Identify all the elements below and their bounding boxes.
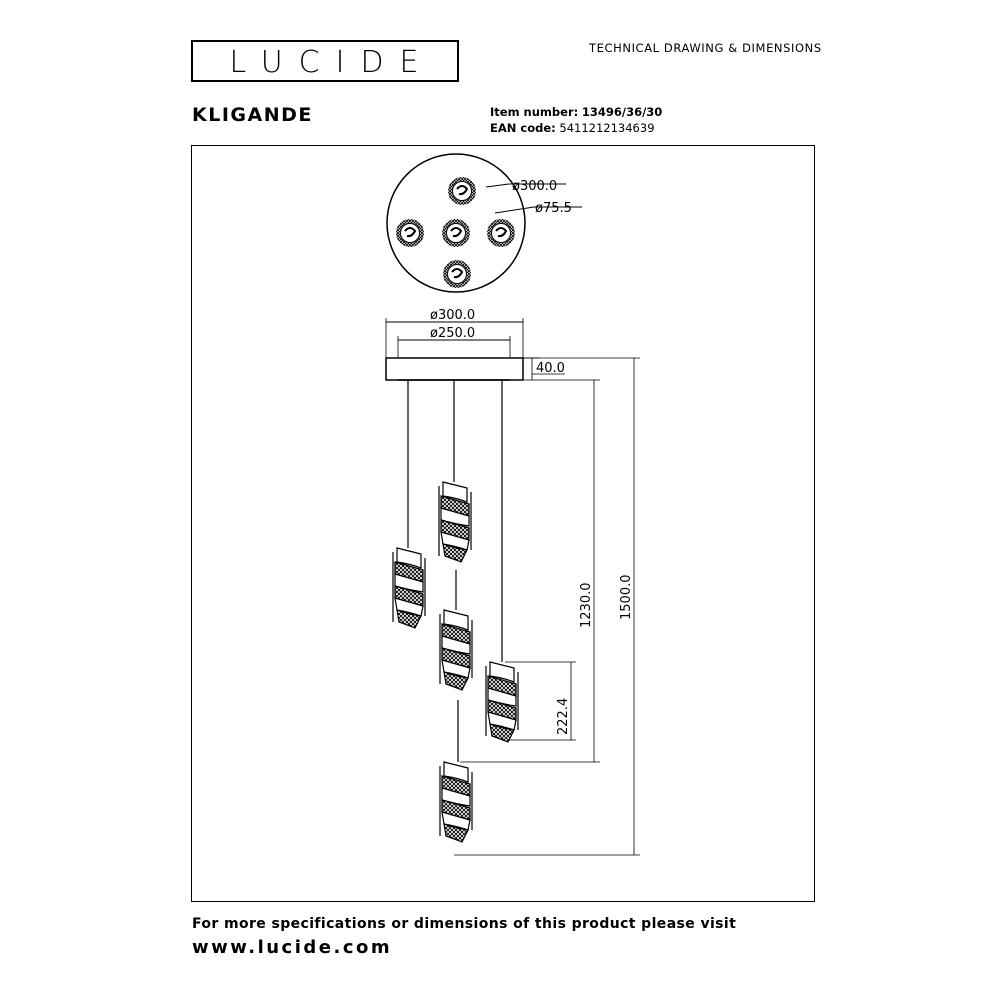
- ean-label: EAN code:: [490, 121, 556, 135]
- canopy-height-label: 40.0: [536, 361, 565, 376]
- pendant-shade-2: [438, 481, 472, 563]
- pendant-shade-1: [392, 547, 426, 629]
- brand-logo-text: LUCIDE: [229, 45, 435, 80]
- ean-value: 5411212134639: [559, 121, 655, 135]
- min-height-label: 1230.0: [579, 583, 594, 629]
- pendant-shade-4: [485, 661, 519, 743]
- side-canopy-inner-diameter: ø250.0: [430, 326, 475, 341]
- pendant-shade-3: [439, 609, 473, 691]
- item-number-row: Item number: 13496/36/30: [490, 104, 662, 120]
- shade-ring-center: [441, 218, 471, 248]
- item-number-value: 13496/36/30: [581, 105, 663, 119]
- product-meta: Item number: 13496/36/30 EAN code: 54112…: [490, 104, 662, 136]
- side-view: ø300.0 ø250.0 40.0 1500.0 1230.0 222.4: [385, 308, 640, 856]
- pendant-shade-5: [439, 761, 473, 843]
- side-canopy-outer-diameter: ø300.0: [430, 308, 475, 323]
- top-shade-diameter-label: ø75.5: [535, 201, 572, 216]
- shade-ring-bottom: [442, 259, 472, 289]
- brand-logo: LUCIDE: [191, 40, 459, 82]
- max-height-label: 1500.0: [619, 575, 634, 621]
- top-view: ø300.0 ø75.5: [386, 153, 582, 293]
- item-number-label: Item number:: [490, 105, 579, 119]
- product-name: KLIGANDE: [192, 104, 313, 126]
- top-canopy-diameter-label: ø300.0: [512, 179, 557, 194]
- footer-website-link[interactable]: www.lucide.com: [192, 937, 393, 958]
- document-type: TECHNICAL DRAWING & DIMENSIONS: [589, 41, 822, 55]
- canopy-body: [385, 357, 524, 381]
- shade-ring-left: [395, 218, 425, 248]
- shade-ring-right: [486, 218, 516, 248]
- drawing-frame: [191, 145, 815, 902]
- shade-height-label: 222.4: [556, 698, 571, 735]
- ean-row: EAN code: 5411212134639: [490, 120, 662, 136]
- footer-info-text: For more specifications or dimensions of…: [192, 916, 737, 932]
- shade-ring-top: [447, 176, 477, 206]
